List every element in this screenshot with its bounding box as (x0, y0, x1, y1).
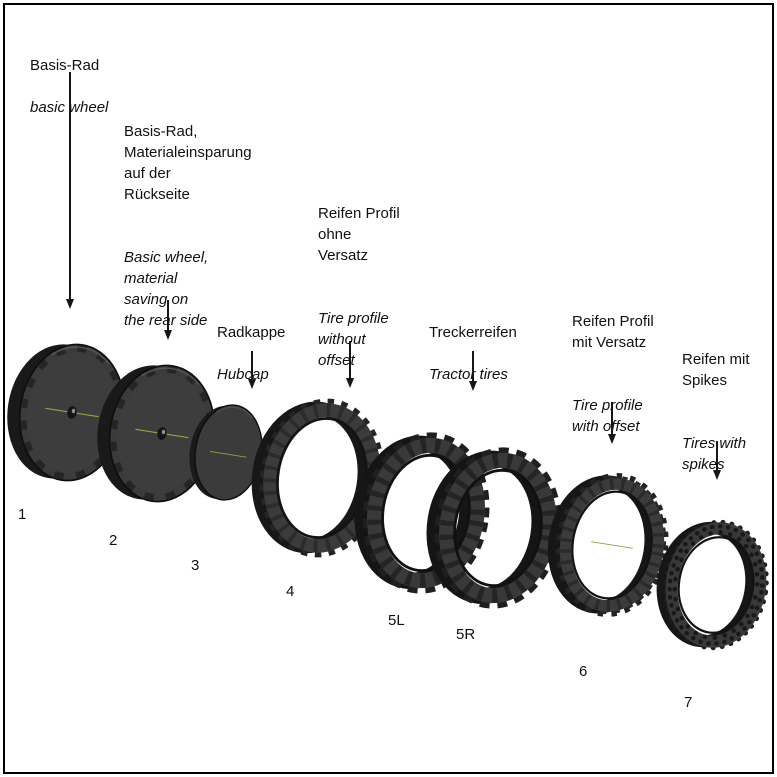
arrow-down-to-part-1-icon (69, 72, 71, 300)
label-part-5-de: Treckerreifen (429, 324, 517, 341)
wheel-spikes-7 (636, 490, 777, 680)
arrow-down-to-part-4-icon (349, 341, 351, 379)
label-part-4-de: Reifen Profil ohne Versatz (318, 205, 400, 264)
arrow-down-to-part-7-icon (716, 441, 718, 471)
label-part-7: Reifen mit Spikes Tires with spikes (682, 328, 750, 496)
part-number-5l: 5L (388, 612, 405, 629)
label-part-3-de: Radkappe (217, 324, 286, 341)
part-number-3: 3 (191, 557, 200, 574)
part-number-1: 1 (18, 506, 27, 523)
label-part-1-de: Basis-Rad (30, 57, 100, 74)
label-part-2-en: Basic wheel, material saving on the rear… (124, 249, 209, 329)
part-number-2: 2 (109, 532, 118, 549)
arrow-down-to-part-2-icon (167, 300, 169, 331)
part-number-4: 4 (286, 583, 295, 600)
label-part-2-de: Basis-Rad, Materialeinsparung auf der Rü… (124, 123, 252, 203)
label-part-1: Basis-Rad basic wheel (30, 34, 108, 139)
part-number-6: 6 (579, 663, 588, 680)
arrow-down-to-part-3-icon (251, 351, 253, 380)
arrow-down-to-part-6-icon (611, 402, 613, 435)
label-part-5-en: Tractor tires (429, 366, 508, 383)
arrow-down-to-part-5-icon (472, 351, 474, 382)
label-part-4: Reifen Profil ohne Versatz Tire profile … (318, 182, 400, 392)
label-part-7-de: Reifen mit Spikes (682, 351, 750, 389)
label-part-5: Treckerreifen Tractor tires (429, 301, 517, 406)
part-number-5r: 5R (456, 626, 476, 643)
part-number-7: 7 (684, 694, 693, 711)
label-part-7-en: Tires with spikes (682, 435, 747, 473)
label-part-4-en: Tire profile without offset (318, 310, 389, 369)
label-part-2: Basis-Rad, Materialeinsparung auf der Rü… (124, 100, 252, 352)
label-part-6-de: Reifen Profil mit Versatz (572, 313, 654, 351)
label-part-1-en: basic wheel (30, 99, 109, 116)
